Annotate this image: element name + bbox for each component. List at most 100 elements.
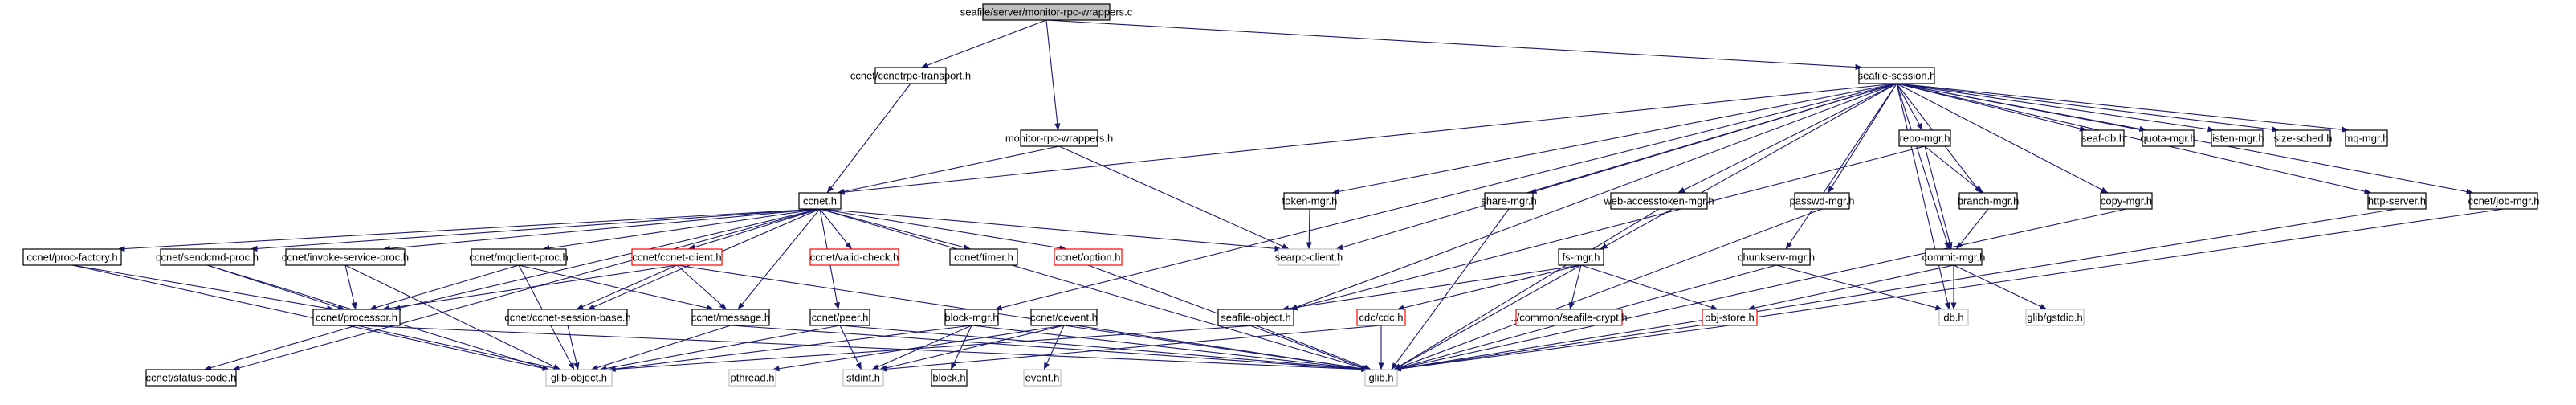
node-box xyxy=(691,309,770,326)
node-searpc: searpc-client.h xyxy=(1275,248,1343,266)
node-label: share-mgr.h xyxy=(1481,195,1536,207)
edge-procfactory-to-processor xyxy=(71,264,335,312)
node-box xyxy=(1030,309,1098,326)
node-mqclient: ccnet/mqclient-proc.h xyxy=(469,248,569,266)
node-box xyxy=(842,369,884,387)
node-label: searpc-client.h xyxy=(1275,252,1343,264)
edge-fsmgr-to-seafobj xyxy=(1281,264,1582,312)
edge-ccnet-to-searpc xyxy=(819,208,1282,252)
edge-repo-to-commit xyxy=(1924,145,1953,250)
node-box xyxy=(1217,309,1294,326)
node-label: seaf-db.h xyxy=(2081,133,2125,145)
edge-processor-to-glib xyxy=(356,325,1369,373)
node-sendcmd: ccnet/sendcmd-proc.h xyxy=(156,248,259,266)
edge-peer-to-glib xyxy=(839,325,1369,372)
edge-ccnet-to-option xyxy=(819,208,1067,252)
edge-session-to-chunkserv xyxy=(1785,83,1897,250)
node-label: ccnet/cevent.h xyxy=(1030,312,1098,324)
node-fsmgr: fs-mgr.h xyxy=(1558,248,1604,266)
edge-repo-to-seafobj xyxy=(1290,145,1926,311)
node-box xyxy=(1283,192,1336,210)
node-label: web-accesstoken-mgr.h xyxy=(1603,195,1714,207)
node-http: http-server.h xyxy=(2367,192,2427,210)
node-box xyxy=(1958,192,2018,210)
edge-webacc-to-glib xyxy=(1393,208,1660,370)
edge-ccnet-to-procfactory xyxy=(117,208,821,252)
node-box xyxy=(1515,309,1623,326)
node-gobject: glib-object.h xyxy=(545,369,613,387)
edge-session-to-mqmgr xyxy=(1896,83,2350,133)
node-branch: branch-mgr.h xyxy=(1958,192,2020,210)
edge-ccnet-to-client xyxy=(687,208,821,250)
node-box xyxy=(1858,67,1935,84)
node-label: ccnet.h xyxy=(803,195,837,207)
node-label: ccnet/invoke-service-proc.h xyxy=(282,252,409,264)
edge-client-to-processor xyxy=(381,264,678,312)
node-box xyxy=(2211,129,2264,147)
node-client: ccnet/ccnet-client.h xyxy=(631,248,723,266)
node-label: ccnet/sendcmd-proc.h xyxy=(156,252,259,264)
edge-ccnet-to-timer xyxy=(819,208,972,251)
node-label: quota-mgr.h xyxy=(2140,133,2195,145)
edge-session-to-commit xyxy=(1896,83,1950,250)
node-label: chunkserv-mgr.h xyxy=(1738,252,1815,264)
node-box xyxy=(1023,369,1062,387)
edge-processor-to-status xyxy=(204,325,357,371)
node-root: seafile/server/monitor-rpc-wrappers.c xyxy=(960,3,1133,21)
node-invoke: ccnet/invoke-service-proc.h xyxy=(282,248,409,266)
edge-cevent-to-event xyxy=(1043,325,1065,370)
edge-ccnet-to-invoke xyxy=(382,208,821,252)
node-option: ccnet/option.h xyxy=(1054,248,1123,266)
node-cdc: cdc/cdc.h xyxy=(1356,309,1406,326)
node-event: event.h xyxy=(1023,369,1062,387)
node-token: token-mgr.h xyxy=(1282,192,1338,210)
edge-message-to-gobject xyxy=(590,325,732,370)
node-box xyxy=(1794,192,1850,210)
node-label: seafile-object.h xyxy=(1221,312,1290,324)
node-label: ccnet/ccnetrpc-transport.h xyxy=(850,70,971,82)
edge-ccnet-to-valid xyxy=(819,208,852,250)
node-box xyxy=(809,309,870,326)
edge-session-to-dbh xyxy=(1896,83,1950,310)
node-label: ccnet/ccnet-client.h xyxy=(632,252,721,264)
edge-root-to-session xyxy=(1045,19,1863,71)
edge-session-to-passwd xyxy=(1827,83,1897,194)
node-dbh: db.h xyxy=(1938,309,1969,326)
node-label: glib.h xyxy=(1368,372,1393,384)
edge-sessbase-to-gobject xyxy=(567,325,580,370)
edge-copy-to-glib xyxy=(1393,208,2127,371)
edge-session-to-share xyxy=(1529,83,1897,194)
node-label: ccnet/ccnet-session-base.h xyxy=(504,312,631,324)
edge-session-to-http xyxy=(1896,83,2372,194)
edge-session-to-token xyxy=(1331,83,1897,194)
edge-session-to-listen xyxy=(1896,83,2215,133)
node-label: branch-mgr.h xyxy=(1958,195,2020,207)
edge-blockmgr-to-glib xyxy=(971,325,1369,372)
node-seafobj: seafile-object.h xyxy=(1217,309,1294,326)
node-label: http-server.h xyxy=(2368,195,2426,207)
node-label: event.h xyxy=(1025,372,1060,384)
node-valid: ccnet/valid-check.h xyxy=(809,248,899,266)
node-label: ccnet/option.h xyxy=(1056,252,1121,264)
node-block: block.h xyxy=(931,369,968,387)
node-box xyxy=(2469,192,2538,210)
node-status: ccnet/status-code.h xyxy=(145,369,237,387)
node-box xyxy=(1898,129,1951,147)
node-label: copy-mgr.h xyxy=(2101,195,2152,207)
node-label: glib/gstdio.h xyxy=(2027,312,2082,324)
node-repo: repo-mgr.h xyxy=(1898,129,1951,147)
edge-objstore-to-glib xyxy=(1393,325,1730,372)
node-box xyxy=(982,3,1111,21)
node-label: passwd-mgr.h xyxy=(1790,195,1855,207)
node-webacc: web-accesstoken-mgr.h xyxy=(1603,192,1714,210)
edge-seafobj-to-glib xyxy=(1255,325,1372,370)
edge-session-to-copy xyxy=(1896,83,2109,194)
edge-ccnet-to-sendcmd xyxy=(250,208,821,252)
node-label: ccnet/status-code.h xyxy=(146,372,237,384)
node-label: token-mgr.h xyxy=(1282,195,1338,207)
node-glib: glib.h xyxy=(1364,369,1398,387)
edge-chunkserv-to-dbh xyxy=(1775,264,1943,311)
node-label: listen-mgr.h xyxy=(2210,133,2264,145)
node-label: glib-object.h xyxy=(551,372,607,384)
edge-session-to-blockmgr xyxy=(994,83,1897,311)
